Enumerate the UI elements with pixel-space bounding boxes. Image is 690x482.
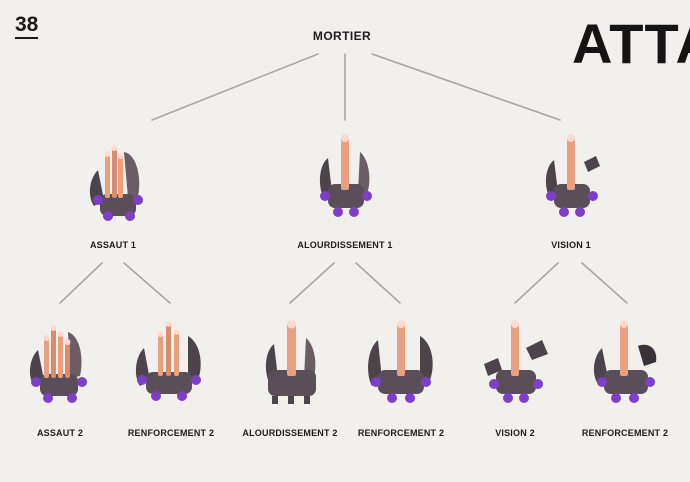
root-node-label: MORTIER bbox=[312, 29, 372, 43]
connector-root-vision1 bbox=[371, 53, 561, 121]
node-label-vision-2: VISION 2 bbox=[495, 428, 535, 438]
node-label-vision-1: VISION 1 bbox=[551, 240, 591, 250]
turret-alourdissement-2 bbox=[265, 319, 316, 404]
page-number: 38 bbox=[15, 14, 39, 39]
node-label-renforcement-2-alourdissement: RENFORCEMENT 2 bbox=[357, 428, 445, 438]
connector-root-assaut1 bbox=[151, 53, 319, 121]
connector-alourdissement1-renforcement2 bbox=[355, 262, 401, 304]
connector-vision1-vision2 bbox=[514, 262, 559, 304]
connector-assaut1-renforcement2 bbox=[123, 262, 171, 304]
node-label-assaut-2: ASSAUT 2 bbox=[36, 428, 84, 438]
node-label-renforcement-2-assaut: RENFORCEMENT 2 bbox=[127, 428, 215, 438]
connector-alourdissement1-alourdissement2 bbox=[289, 262, 335, 304]
node-label-assaut-1: ASSAUT 1 bbox=[89, 240, 137, 250]
turret-renforcement-2-alourdissement bbox=[368, 320, 433, 403]
turret-vision-1 bbox=[545, 134, 600, 217]
section-heading: ATTA bbox=[572, 12, 690, 75]
turret-vision-2 bbox=[484, 320, 548, 403]
connector-vision1-renforcement2 bbox=[581, 262, 628, 304]
node-label-alourdissement-2: ALOURDISSEMENT 2 bbox=[242, 428, 338, 438]
turret-assaut-1 bbox=[89, 145, 143, 221]
turret-assaut-2 bbox=[29, 325, 87, 403]
node-label-renforcement-2-vision: RENFORCEMENT 2 bbox=[581, 428, 669, 438]
turret-alourdissement-1 bbox=[319, 134, 372, 217]
turret-renforcement-2-assaut bbox=[135, 321, 201, 401]
turret-renforcement-2-vision bbox=[593, 320, 657, 403]
node-label-alourdissement-1: ALOURDISSEMENT 1 bbox=[297, 240, 393, 250]
connector-assaut1-assaut2 bbox=[59, 262, 103, 304]
